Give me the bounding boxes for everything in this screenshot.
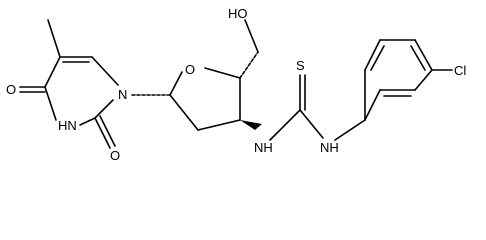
bond-c6-n1 [91, 56, 119, 86]
atom-label-o-c2: O [110, 148, 120, 163]
atom-label-nh-aryl: NH [320, 140, 339, 155]
atom-label-o-c4: O [6, 82, 16, 97]
bond-ar-6 [364, 39, 381, 71]
atom-label-nh-sugar: NH [254, 140, 273, 155]
bond-c5-c4 [44, 56, 61, 88]
bond-c4prime-c5prime [239, 51, 259, 79]
bond-c2-o-double [99, 115, 116, 147]
bond-c5-methyl [47, 19, 61, 58]
bond-ar-1 [364, 89, 381, 121]
bond-c2-o [94, 117, 111, 149]
chemical-structure: O HN N O O HO S NH NH Cl [6, 6, 466, 163]
bond-oring-c4prime [204, 67, 241, 79]
bond-nh-cthio [269, 109, 301, 141]
bond-c2-n1 [94, 99, 114, 119]
bond-nh-aryl [334, 119, 366, 141]
bond-c1prime-c2prime [169, 94, 199, 131]
atom-label-n3h: HN [58, 118, 77, 133]
atom-label-oh: HO [228, 6, 248, 21]
bond-ar-4-inner [410, 45, 426, 71]
bond-ar-6-inner [370, 45, 385, 71]
bond-ar-4 [414, 39, 433, 71]
atom-label-o-ring: O [185, 62, 195, 77]
atom-label-s: S [296, 58, 305, 73]
bond-c5prime-oh [244, 19, 259, 53]
atom-label-n1: N [118, 87, 127, 102]
atom-label-cl: Cl [454, 63, 466, 78]
bond-n3-c2 [79, 117, 96, 126]
bond-cthio-nh [299, 109, 324, 139]
bond-c1prime-oring [169, 71, 183, 96]
wedge-c3prime-nh [240, 120, 262, 130]
bond-c2prime-c3prime [197, 119, 241, 131]
bond-c4-n3 [44, 86, 57, 121]
bond-ar-3 [414, 69, 433, 91]
